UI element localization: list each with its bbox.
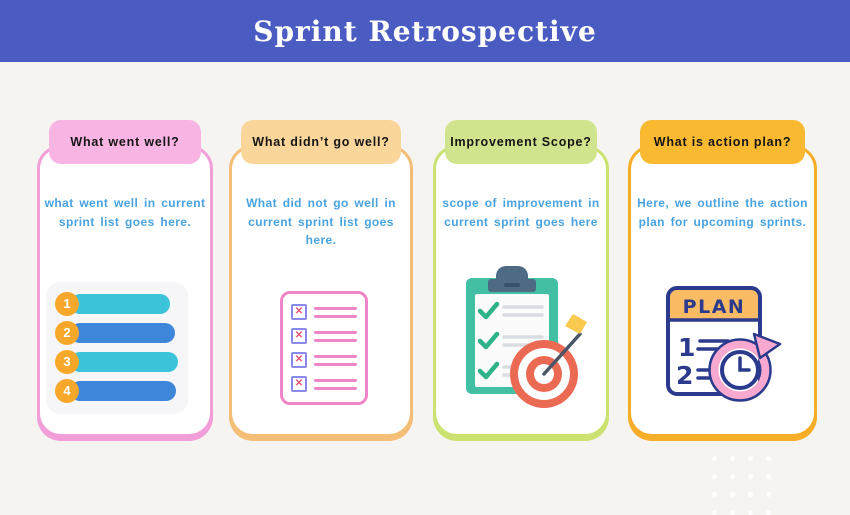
list-bar bbox=[70, 380, 176, 401]
card-badge: Improvement Scope? bbox=[445, 120, 597, 164]
checklist-row: ✕ bbox=[291, 376, 357, 392]
card-badge: What is action plan? bbox=[640, 120, 805, 164]
x-mark-icon: ✕ bbox=[291, 352, 307, 368]
checklist-icon: ✕ ✕ ✕ ✕ bbox=[280, 291, 368, 405]
check-line bbox=[314, 386, 357, 390]
svg-text:2: 2 bbox=[676, 361, 693, 390]
card-body-text: Here, we outline the action plan for upc… bbox=[637, 196, 808, 229]
dot bbox=[730, 510, 735, 515]
svg-text:PLAN: PLAN bbox=[683, 296, 746, 318]
card-body-text: What did not go well in current sprint l… bbox=[246, 196, 396, 248]
checklist-row: ✕ bbox=[291, 352, 357, 368]
check-line bbox=[314, 306, 357, 310]
dot bbox=[730, 492, 735, 497]
dot bbox=[766, 456, 771, 461]
card-what-didnt-go-well: What didn’t go well? What did not go wel… bbox=[229, 120, 413, 437]
x-mark-icon: ✕ bbox=[291, 376, 307, 392]
card-improvement-scope: Improvement Scope? scope of improvement … bbox=[433, 120, 609, 437]
list-item: 3 bbox=[55, 349, 188, 374]
list-bar bbox=[70, 351, 178, 372]
dot bbox=[712, 510, 717, 515]
check-line bbox=[314, 362, 357, 366]
check-line bbox=[314, 354, 357, 358]
dot bbox=[730, 474, 735, 479]
card-body-text: what went well in current sprint list go… bbox=[44, 196, 206, 229]
check-line bbox=[314, 378, 357, 382]
list-number-badge: 3 bbox=[55, 349, 79, 374]
checklist-row: ✕ bbox=[291, 328, 357, 344]
dot bbox=[712, 456, 717, 461]
check-line bbox=[314, 314, 357, 318]
clipboard-target-icon bbox=[466, 266, 587, 408]
list-number-badge: 2 bbox=[55, 320, 79, 345]
dot bbox=[712, 492, 717, 497]
dot bbox=[766, 492, 771, 497]
card-badge: What didn’t go well? bbox=[241, 120, 401, 164]
x-mark-icon: ✕ bbox=[291, 328, 307, 344]
checklist-row: ✕ bbox=[291, 304, 357, 320]
dot bbox=[712, 474, 717, 479]
page-title: Sprint Retrospective bbox=[253, 14, 597, 48]
card-action-plan: What is action plan? Here, we outline th… bbox=[628, 120, 817, 437]
list-bar bbox=[70, 293, 170, 314]
dot bbox=[748, 456, 753, 461]
list-item: 4 bbox=[55, 378, 188, 403]
dots-pattern bbox=[712, 456, 771, 515]
dot bbox=[730, 456, 735, 461]
list-bar bbox=[70, 322, 175, 343]
dot bbox=[766, 510, 771, 515]
list-number-badge: 4 bbox=[55, 378, 79, 403]
x-mark-icon: ✕ bbox=[291, 304, 307, 320]
dot bbox=[748, 474, 753, 479]
list-number-badge: 1 bbox=[55, 291, 79, 316]
numbered-list-icon: 1 2 3 4 bbox=[46, 282, 188, 414]
svg-text:1: 1 bbox=[678, 333, 695, 362]
check-line bbox=[314, 338, 357, 342]
check-line bbox=[314, 330, 357, 334]
list-item: 2 bbox=[55, 320, 188, 345]
dot bbox=[748, 510, 753, 515]
card-what-went-well: What went well? what went well in curren… bbox=[37, 120, 213, 437]
card-badge: What went well? bbox=[49, 120, 201, 164]
plan-calendar-clock-icon: PLAN 1 2 bbox=[666, 286, 782, 402]
card-body-text: scope of improvement in current sprint g… bbox=[442, 196, 600, 229]
dot bbox=[766, 474, 771, 479]
dot bbox=[748, 492, 753, 497]
title-banner: Sprint Retrospective bbox=[0, 0, 850, 62]
list-item: 1 bbox=[55, 291, 188, 316]
